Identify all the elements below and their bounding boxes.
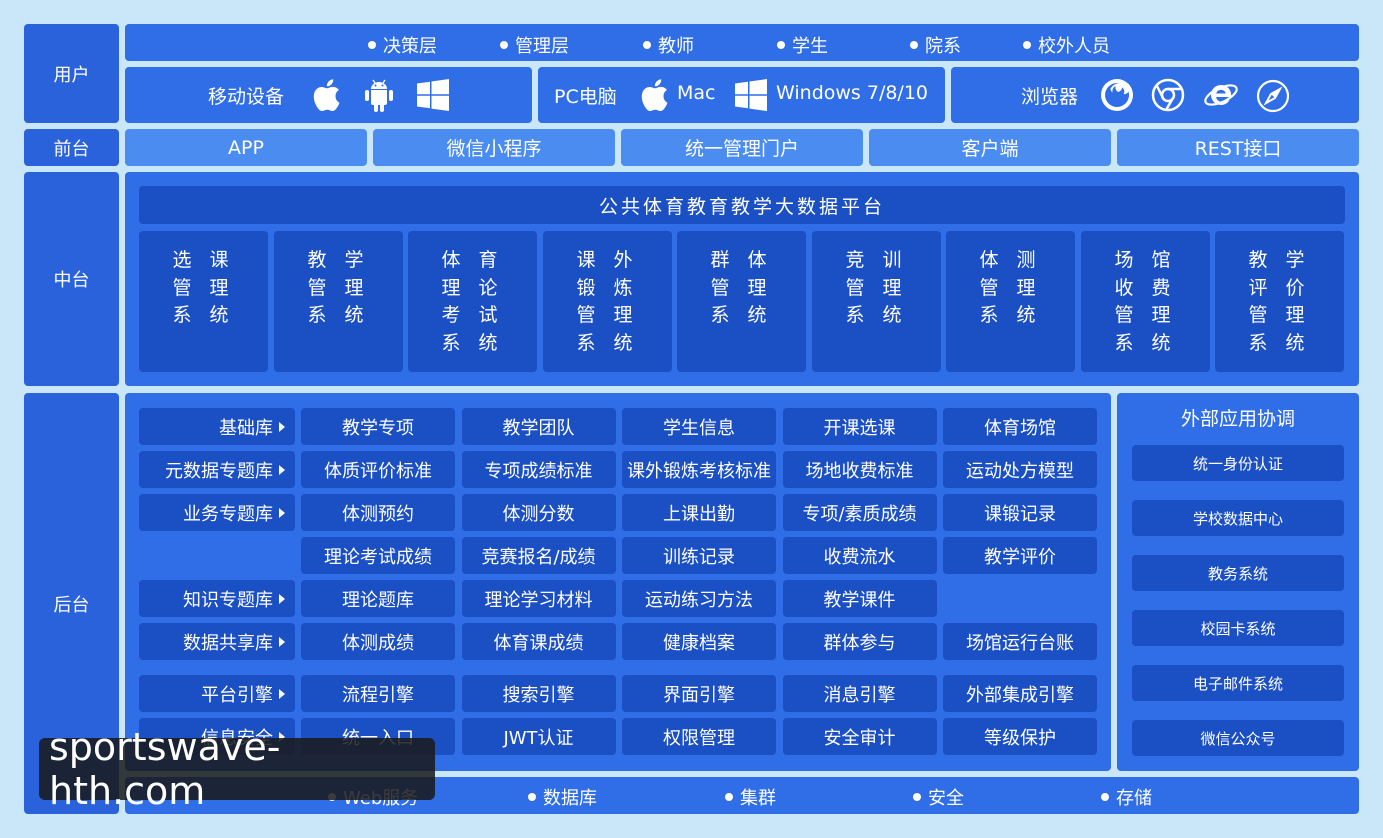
- front-item-rest: REST接口: [1117, 129, 1359, 166]
- grid-cell: 教学评价: [943, 537, 1097, 574]
- grid-cell: 流程引擎: [301, 675, 455, 712]
- device-browser-label: 浏览器: [1021, 86, 1079, 108]
- system-card: 教 学 评 价 管 理 系 统: [1215, 231, 1344, 372]
- external-item: 教务系统: [1132, 555, 1344, 591]
- windows-icon: [734, 78, 768, 112]
- grid-cell: 教学专项: [301, 408, 455, 445]
- role-item: 学生: [777, 32, 828, 58]
- grid-cell: 场馆运行台账: [943, 623, 1097, 660]
- external-item: 电子邮件系统: [1132, 665, 1344, 701]
- front-item-portal: 统一管理门户: [621, 129, 863, 166]
- grid-cell: 竞赛报名/成绩: [461, 537, 616, 574]
- system-card: 课 外 锻 炼 管 理 系 统: [543, 231, 672, 372]
- grid-cell: 体测分数: [461, 494, 616, 531]
- apple-icon: [310, 77, 342, 113]
- platform-title: 公共体育教育教学大数据平台: [139, 186, 1345, 224]
- device-browser-panel: 浏览器: [951, 67, 1359, 123]
- role-item: 校外人员: [1023, 32, 1110, 58]
- grid-cell: 理论考试成绩: [301, 537, 455, 574]
- grid-cell: 课外锻炼考核标准: [622, 451, 776, 488]
- front-item-client: 客户端: [869, 129, 1111, 166]
- grid-cell: 专项成绩标准: [461, 451, 616, 488]
- role-item: 教师: [643, 32, 694, 58]
- grid-cell: 运动处方模型: [943, 451, 1097, 488]
- grid-cell: 专项/素质成绩: [782, 494, 937, 531]
- grid-cell: 教学课件: [782, 580, 937, 617]
- grid-cell: 权限管理: [622, 718, 776, 755]
- grid-cell: 等级保护: [943, 718, 1097, 755]
- grid-cell: 体质评价标准: [301, 451, 455, 488]
- external-item: 统一身份认证: [1132, 445, 1344, 481]
- android-icon: [361, 77, 397, 113]
- grid-cell: 体测成绩: [301, 623, 455, 660]
- system-card: 体 育 理 论 考 试 系 统: [408, 231, 537, 372]
- grid-cell: 开课选课: [782, 408, 937, 445]
- grid-cell: 安全审计: [782, 718, 937, 755]
- infra-item: 数据库: [528, 784, 597, 810]
- grid-cell: 训练记录: [622, 537, 776, 574]
- grid-cell: 理论学习材料: [461, 580, 616, 617]
- grid-cell: 体测预约: [301, 494, 455, 531]
- system-card: 教 学 管 理 系 统: [274, 231, 403, 372]
- grid-cell: 外部集成引擎: [943, 675, 1097, 712]
- infra-item: 存储: [1101, 784, 1152, 810]
- ie-icon: [1201, 76, 1241, 114]
- grid-cell: 教学团队: [461, 408, 616, 445]
- watermark-banner: sportswave-hth.com: [39, 725, 435, 813]
- system-card: 群 体 管 理 系 统: [677, 231, 806, 372]
- system-card: 体 测 管 理 系 统: [946, 231, 1075, 372]
- layer-middle: 中台: [24, 172, 119, 386]
- apple-icon: [638, 77, 670, 113]
- device-pc-label: PC电脑: [554, 86, 617, 108]
- front-item-miniprogram: 微信小程序: [373, 129, 615, 166]
- role-item: 决策层: [368, 32, 437, 58]
- role-item: 管理层: [500, 32, 569, 58]
- external-title: 外部应用协调: [1180, 407, 1295, 430]
- grid-cell: 上课出勤: [622, 494, 776, 531]
- grid-cell: 理论题库: [301, 580, 455, 617]
- device-windows-label: Windows 7/8/10: [776, 82, 929, 104]
- front-item-app: APP: [125, 129, 367, 166]
- firefox-icon: [1099, 77, 1135, 113]
- infra-item: 安全: [913, 784, 964, 810]
- library-engine: 平台引擎: [139, 675, 295, 712]
- grid-cell: 运动练习方法: [622, 580, 776, 617]
- device-mac-label: Mac: [677, 82, 716, 104]
- grid-cell: JWT认证: [461, 718, 616, 755]
- grid-cell: 搜索引擎: [461, 675, 616, 712]
- grid-cell: 界面引擎: [622, 675, 776, 712]
- library-business: 业务专题库: [139, 494, 295, 531]
- windows-icon: [416, 78, 450, 112]
- library-knowledge: 知识专题库: [139, 580, 295, 617]
- safari-icon: [1255, 78, 1291, 114]
- grid-cell: 场地收费标准: [782, 451, 937, 488]
- layer-user: 用户: [24, 24, 119, 123]
- layer-front: 前台: [24, 129, 119, 166]
- infra-item: 集群: [725, 784, 776, 810]
- external-item: 微信公众号: [1132, 720, 1344, 756]
- grid-cell: 消息引擎: [782, 675, 937, 712]
- external-item: 学校数据中心: [1132, 500, 1344, 536]
- system-card: 竞 训 管 理 系 统: [812, 231, 941, 372]
- grid-cell: 学生信息: [622, 408, 776, 445]
- device-mobile-panel: 移动设备: [125, 67, 532, 123]
- library-metadata: 元数据专题库: [139, 451, 295, 488]
- external-item: 校园卡系统: [1132, 610, 1344, 646]
- library-sharing: 数据共享库: [139, 623, 295, 660]
- grid-cell: 课锻记录: [943, 494, 1097, 531]
- grid-cell: 体育课成绩: [461, 623, 616, 660]
- device-pc-panel: PC电脑 Mac Windows 7/8/10: [538, 67, 945, 123]
- grid-cell: 群体参与: [782, 623, 937, 660]
- system-card: 场 馆 收 费 管 理 系 统: [1081, 231, 1210, 372]
- device-mobile-label: 移动设备: [208, 86, 285, 108]
- role-item: 院系: [910, 32, 961, 58]
- grid-cell: 体育场馆: [943, 408, 1097, 445]
- library-basic: 基础库: [139, 408, 295, 445]
- roles-bar: 决策层 管理层 教师 学生 院系 校外人员: [125, 24, 1359, 61]
- grid-cell: 收费流水: [782, 537, 937, 574]
- system-card: 选 课 管 理 系 统: [139, 231, 268, 372]
- chrome-icon: [1150, 77, 1186, 113]
- grid-cell: 健康档案: [622, 623, 776, 660]
